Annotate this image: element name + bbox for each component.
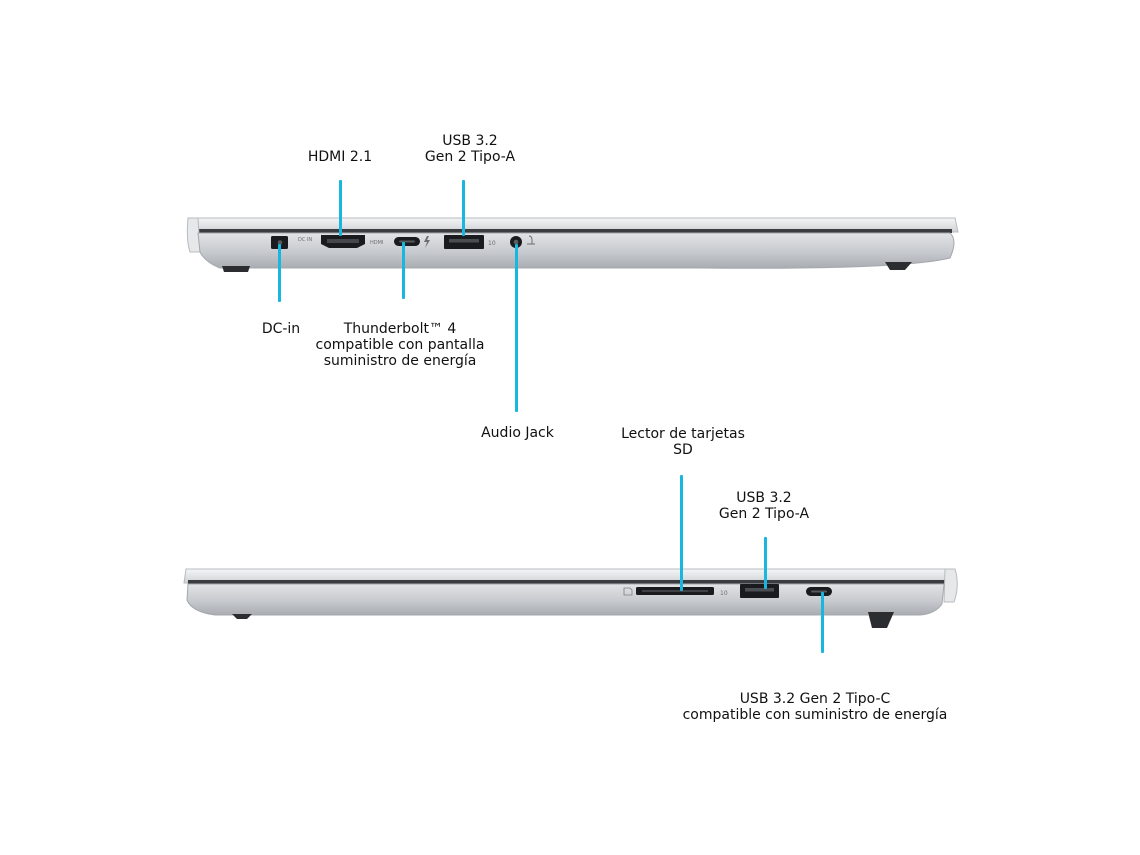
label-usb-a-left: USB 3.2 Gen 2 Tipo-A [424, 133, 516, 165]
rubber-foot [868, 612, 894, 628]
label-audio: Audio Jack [481, 425, 554, 441]
leader-sd [680, 475, 683, 591]
rubber-foot [885, 262, 912, 270]
hinge-end [943, 568, 958, 603]
label-hdmi: HDMI 2.1 [307, 149, 373, 165]
hdmi-marking: HDMI [370, 240, 383, 246]
label-sd: Lector de tarjetas SD [621, 426, 745, 458]
label-thunderbolt: Thunderbolt™ 4 compatible con pantalla s… [315, 321, 485, 369]
usb-speed-marking: 10 [488, 240, 496, 247]
leader-usb-a-left [462, 180, 465, 236]
leader-usb-c [821, 592, 824, 653]
leader-dc-in [278, 244, 281, 302]
leader-hdmi [339, 180, 342, 236]
sd-card-icon [623, 587, 633, 596]
headphone-icon [527, 235, 535, 245]
leader-audio [515, 244, 518, 412]
rubber-foot [222, 266, 250, 272]
label-usb-c: USB 3.2 Gen 2 Tipo-C compatible con sumi… [682, 691, 948, 723]
label-dc-in: DC-in [261, 321, 301, 337]
thunderbolt-icon [424, 236, 430, 248]
lid-seam [188, 580, 946, 584]
base-body [197, 232, 955, 269]
leader-usb-a-right [764, 537, 767, 589]
lid-seam [192, 229, 952, 233]
hinge-end [186, 217, 201, 253]
dc-marking: DC IN [298, 237, 312, 243]
rubber-foot [232, 614, 252, 619]
leader-thunderbolt [402, 242, 405, 299]
label-usb-a-right: USB 3.2 Gen 2 Tipo-A [718, 490, 810, 522]
usb-speed-marking: 10 [720, 590, 728, 597]
